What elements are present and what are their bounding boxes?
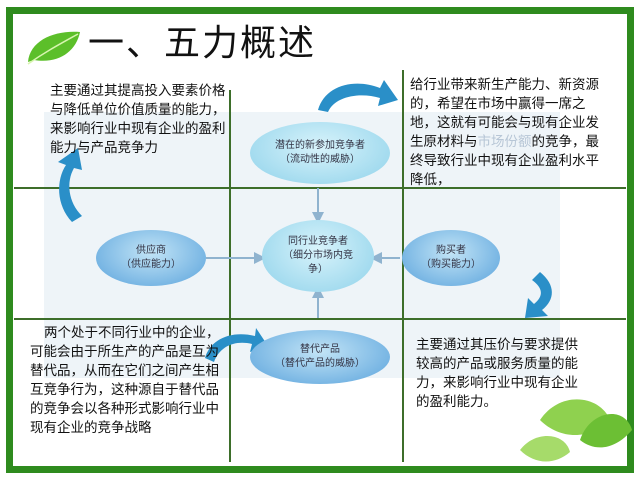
curved-arrow-icons bbox=[58, 80, 552, 362]
node-sublabel: （细分市场内竞争） bbox=[283, 250, 353, 275]
page-title: 一、五力概述 bbox=[88, 23, 317, 64]
node-substitutes: 替代产品 （替代产品的威胁） bbox=[250, 330, 390, 384]
node-label: 潜在的新参加竞争者 bbox=[275, 140, 365, 151]
node-label: 同行业竞争者 bbox=[288, 236, 348, 247]
node-label: 替代产品 bbox=[300, 344, 340, 355]
text-part: 给行业带来新生产能力、新资源的，希望在市场中赢得一席之地，这就有可能会与现有企业… bbox=[410, 77, 599, 150]
node-potential-entrants: 潜在的新参加竞争者 （流动性的威胁） bbox=[250, 122, 390, 184]
leaf-decoration-icon bbox=[520, 399, 632, 462]
node-industry-rivals: 同行业竞争者 （细分市场内竞争） bbox=[262, 220, 374, 292]
node-sublabel: （流动性的威胁） bbox=[280, 154, 360, 165]
divider bbox=[229, 90, 231, 462]
node-buyers: 购买者 （购买能力） bbox=[402, 230, 500, 286]
divider bbox=[14, 318, 626, 320]
substitute-description: 两个处于不同行业中的企业，可能会由于所生产的产品是互为替代品，从而在它们之间产生… bbox=[30, 325, 220, 436]
text-part: 的竞争，最终导致行业中现有企业盈利水平降低， bbox=[410, 134, 599, 188]
divider bbox=[402, 70, 404, 462]
entrant-description: 给行业带来新生产能力、新资源的，希望在市场中赢得一席之地，这就有可能会与现有企业… bbox=[410, 76, 606, 190]
market-share-link: 市场份额 bbox=[477, 134, 532, 150]
node-sublabel: （供应能力） bbox=[121, 259, 181, 270]
supplier-description: 主要通过其提高投入要素价格与降低单位价值质量的能力，来影响行业中现有企业的盈利能… bbox=[50, 83, 226, 156]
node-label: 购买者 bbox=[436, 245, 466, 256]
buyer-description: 主要通过其压价与要求提供较高的产品或服务质量的能力，来影响行业中现有企业的盈利能… bbox=[416, 337, 578, 410]
leaf-icon bbox=[27, 31, 80, 65]
node-sublabel: （替代产品的威胁） bbox=[275, 358, 365, 369]
divider bbox=[14, 187, 626, 189]
node-sublabel: （购买能力） bbox=[421, 259, 481, 270]
node-suppliers: 供应商 （供应能力） bbox=[96, 230, 206, 286]
node-label: 供应商 bbox=[136, 245, 166, 256]
connector-arrows bbox=[206, 188, 400, 318]
